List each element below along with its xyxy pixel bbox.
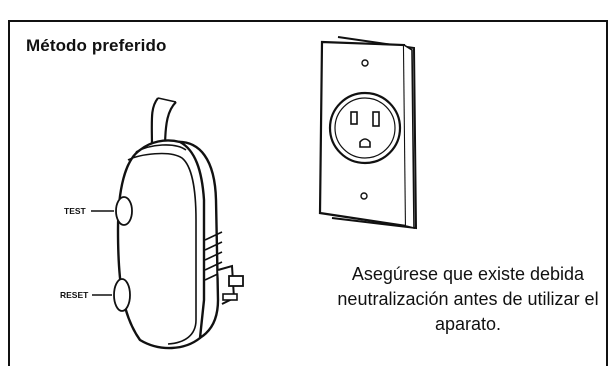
section-title: Método preferido xyxy=(26,36,167,55)
caption-line-3: aparato. xyxy=(434,314,502,334)
caption-line-2: neutralización antes de utilizar el xyxy=(337,289,599,309)
caption-line-1: Asegúrese que existe debida xyxy=(351,264,585,284)
reset-label: RESET xyxy=(60,290,89,300)
grounding-caption: Asegúrese que existe debida neutralizaci… xyxy=(318,262,616,337)
test-label: TEST xyxy=(64,206,86,216)
content-frame xyxy=(8,20,608,366)
